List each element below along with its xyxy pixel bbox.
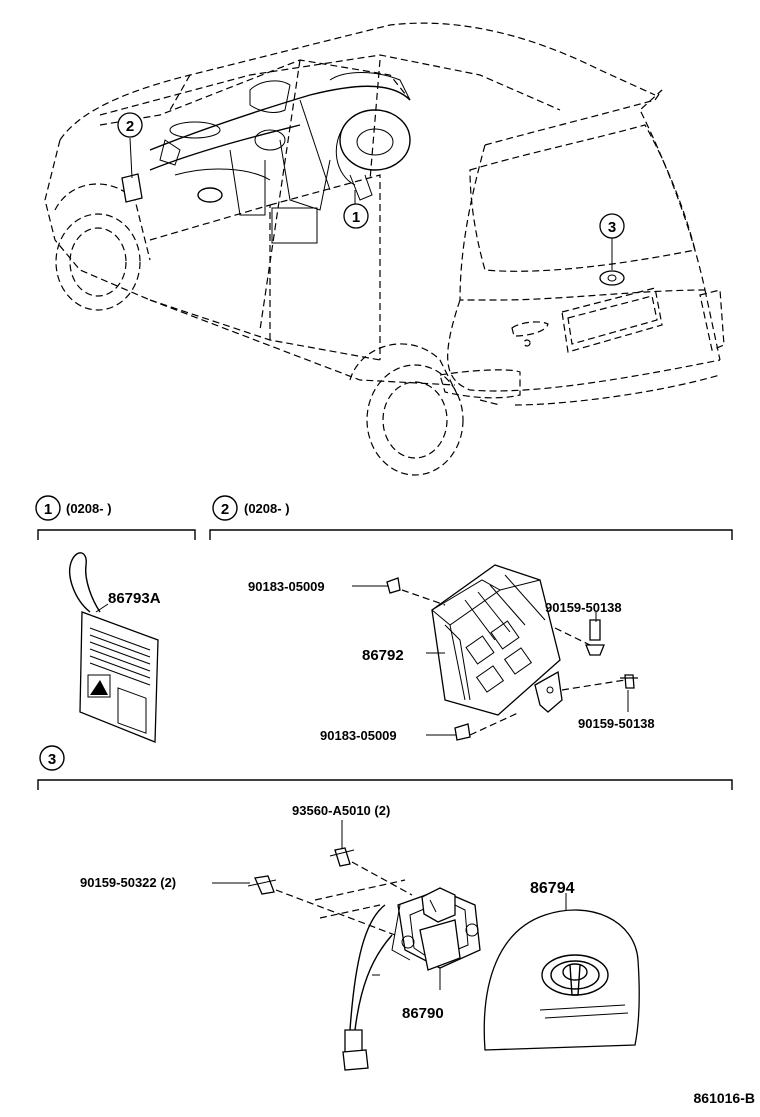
part-86793a-label: 86793A (108, 590, 161, 607)
svg-text:1: 1 (44, 501, 52, 518)
callout-2: 2 (117, 112, 143, 138)
part-86790-label: 86790 (402, 1005, 444, 1022)
section-3-header: 3 (37, 745, 733, 790)
part-90183-05009-upper-label: 90183-05009 (248, 579, 325, 594)
part-90159-50138-upper-label: 90159-50138 (545, 600, 622, 615)
svg-text:(0208- ): (0208- ) (66, 501, 112, 516)
part-90159-50138-lower-label: 90159-50138 (578, 716, 655, 731)
part-90183-05009-lower-label: 90183-05009 (320, 728, 397, 743)
svg-text:2: 2 (126, 118, 134, 135)
vehicle-outline (44, 22, 725, 476)
section-2-header: 2 (0208- ) (209, 495, 733, 540)
svg-text:3: 3 (48, 751, 56, 768)
ecu-86792: 90183-05009 90159-50138 86792 90183-0500… (248, 564, 655, 743)
cover-86794: 86794 (483, 880, 640, 1051)
section-1-header: 1 (0208- ) (35, 495, 196, 540)
part-86794-label: 86794 (530, 880, 575, 897)
callout-1: 1 (343, 203, 369, 229)
svg-text:(0208- ): (0208- ) (244, 501, 290, 516)
part-93560-a5010-label: 93560-A5010 (2) (292, 803, 390, 818)
svg-text:2: 2 (221, 501, 229, 518)
label-tag-86793a: 86793A (69, 552, 161, 743)
part-90159-50322-label: 90159-50322 (2) (80, 875, 176, 890)
diagram-id: 861016-B (694, 1090, 756, 1106)
svg-text:1: 1 (352, 209, 360, 226)
svg-text:3: 3 (608, 219, 616, 236)
callout-3: 3 (599, 213, 625, 239)
switch-86790: 93560-A5010 (2) 90159-50322 (2) 86790 (80, 803, 481, 1071)
part-86792-label: 86792 (362, 647, 404, 664)
